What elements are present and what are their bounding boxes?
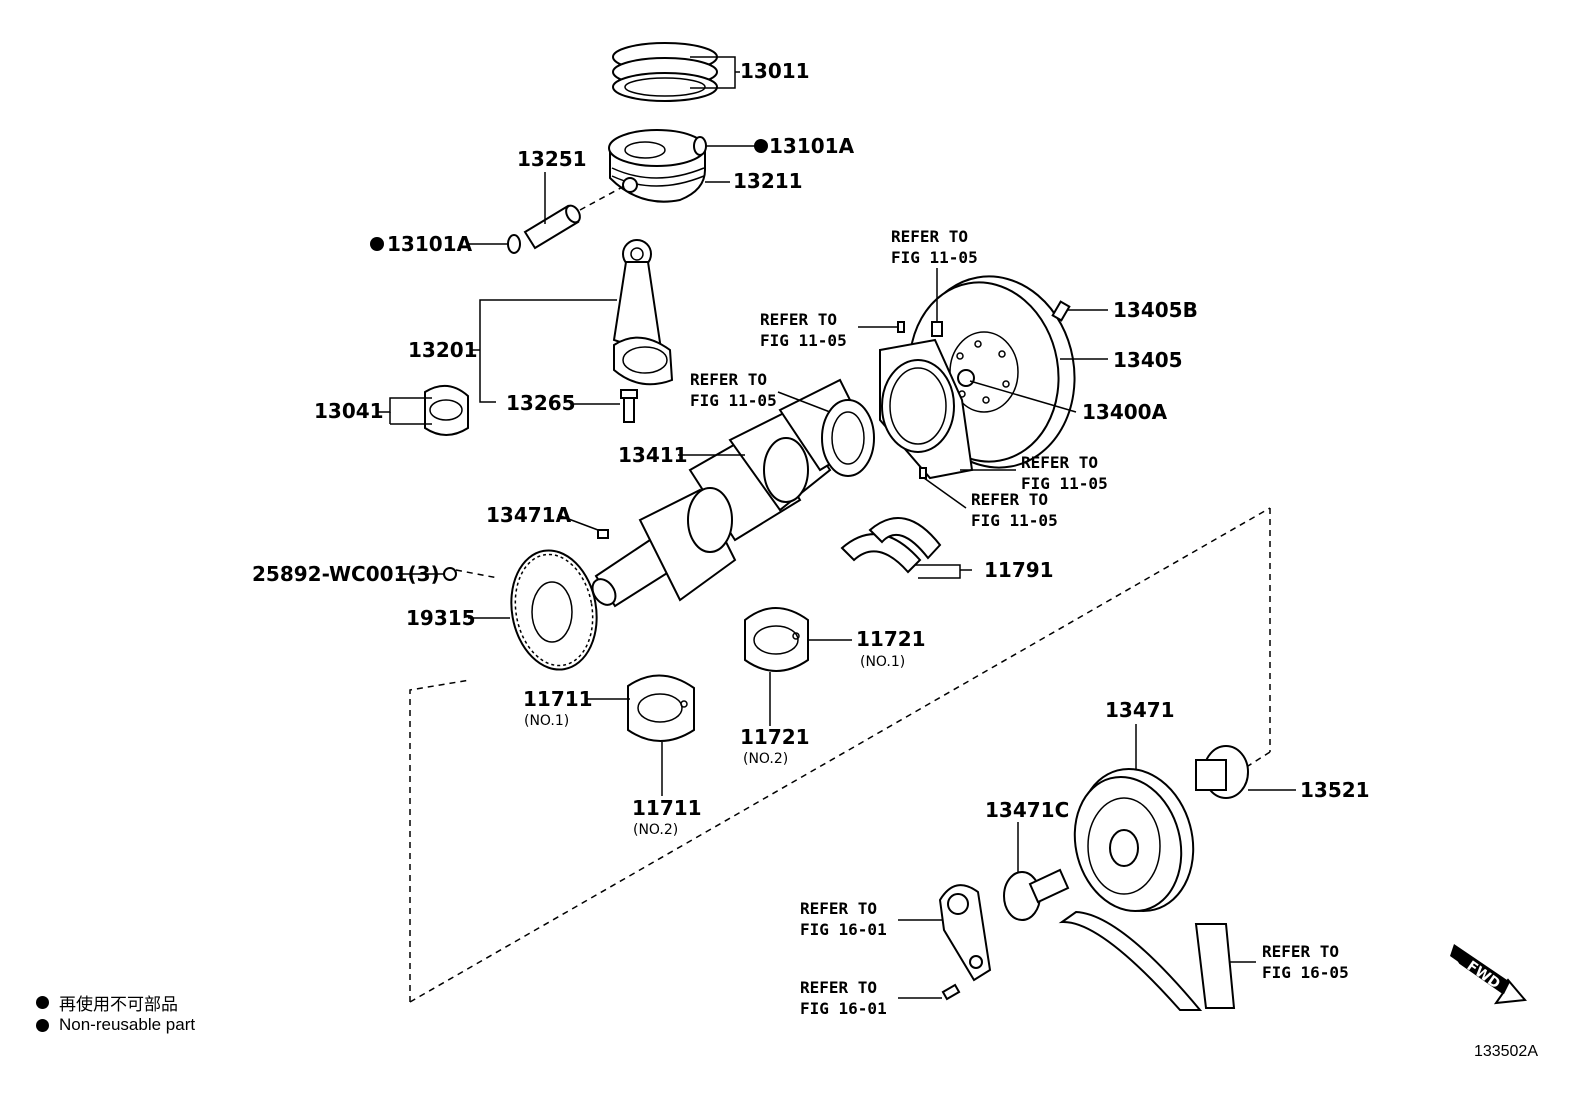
crank-sprocket-drawing <box>1195 745 1249 799</box>
piston-drawing <box>608 129 706 203</box>
non-reusable-marker-icon <box>36 996 49 1009</box>
part-label: 11711 <box>632 796 702 820</box>
thrust-washer-drawing <box>840 517 942 574</box>
pulley-bolt-drawing <box>1003 868 1070 921</box>
reference-label: REFER TO <box>760 310 837 329</box>
part-label: 13400A <box>1082 400 1168 424</box>
reference-label: REFER TO <box>971 490 1048 509</box>
reference-label: FIG 11-05 <box>1021 474 1108 493</box>
reference-label: FIG 11-05 <box>760 331 847 350</box>
reference-label: FIG 16-01 <box>800 920 887 939</box>
reference-label: REFER TO <box>800 978 877 997</box>
part-label: 19315 <box>406 606 476 630</box>
non-reusable-marker-icon <box>370 237 384 251</box>
part-label: 13041 <box>314 399 384 423</box>
legend-row-japanese: 再使用不可部品 <box>36 990 178 1015</box>
piston-pin-drawing <box>523 204 581 250</box>
fwd-label: FWD <box>1464 958 1503 992</box>
non-reusable-marker-icon <box>754 139 768 153</box>
non-reusable-marker-icon <box>36 1018 49 1032</box>
figure-id: 133502A <box>1473 1043 1538 1060</box>
seal-retainer-drawing <box>879 338 974 480</box>
timing-rotor-drawing <box>510 549 598 671</box>
part-label: 13101A <box>769 134 855 158</box>
reference-label: REFER TO <box>800 899 877 918</box>
part-label: 25892-WC001(3) <box>252 562 440 586</box>
part-label: 13101A <box>387 232 473 256</box>
part-label: 11721 <box>740 725 810 749</box>
part-sublabel: (NO.1) <box>524 713 569 729</box>
part-label: 13411 <box>618 443 688 467</box>
legend-text-japanese: 再使用不可部品 <box>59 995 178 1014</box>
reference-label: FIG 16-01 <box>800 999 887 1018</box>
reference-label: FIG 11-05 <box>891 248 978 267</box>
connecting-rod-bolt-drawing <box>620 389 638 423</box>
v-ribbed-belt-drawing <box>1058 910 1236 1011</box>
connecting-rod-drawing <box>612 239 674 386</box>
part-label: 13471A <box>486 503 572 527</box>
forward-direction-arrow-icon <box>1450 944 1527 1005</box>
rod-bearing-drawing <box>424 385 469 436</box>
piston-ring-set-drawing <box>612 42 718 102</box>
part-label: 13211 <box>733 169 803 193</box>
reference-label: REFER TO <box>891 227 968 246</box>
reference-label: REFER TO <box>690 370 767 389</box>
part-label: 11711 <box>523 687 593 711</box>
legend-text-english: Non-reusable part <box>59 1015 196 1034</box>
crankshaft-drawing <box>591 378 875 608</box>
reference-label: FIG 11-05 <box>690 391 777 410</box>
part-label: 13251 <box>517 147 587 171</box>
reference-label: REFER TO <box>1021 453 1098 472</box>
part-label: 13405 <box>1113 348 1183 372</box>
belt-tensioner-drawing <box>938 884 992 982</box>
reference-label: REFER TO <box>1262 942 1339 961</box>
legend-row-english: Non-reusable part <box>36 1015 195 1035</box>
reference-label: FIG 16-05 <box>1262 963 1349 982</box>
reference-label: FIG 11-05 <box>971 511 1058 530</box>
part-label: 11721 <box>856 627 926 651</box>
part-label: 13521 <box>1300 778 1370 802</box>
part-label: 13265 <box>506 391 576 415</box>
part-sublabel: (NO.2) <box>633 822 678 838</box>
part-label: 13471 <box>1105 698 1175 722</box>
part-label: 13011 <box>740 59 810 83</box>
part-label: 11791 <box>984 558 1054 582</box>
main-bearing-upper-drawing <box>744 607 809 672</box>
part-label: 13405B <box>1113 298 1198 322</box>
main-bearing-lower-drawing <box>627 674 695 742</box>
part-sublabel: (NO.1) <box>860 654 905 670</box>
crankshaft-pulley-drawing <box>1073 767 1195 913</box>
part-label: 13201 <box>408 338 478 362</box>
part-label: 13471C <box>985 798 1069 822</box>
part-sublabel: (NO.2) <box>743 751 788 767</box>
